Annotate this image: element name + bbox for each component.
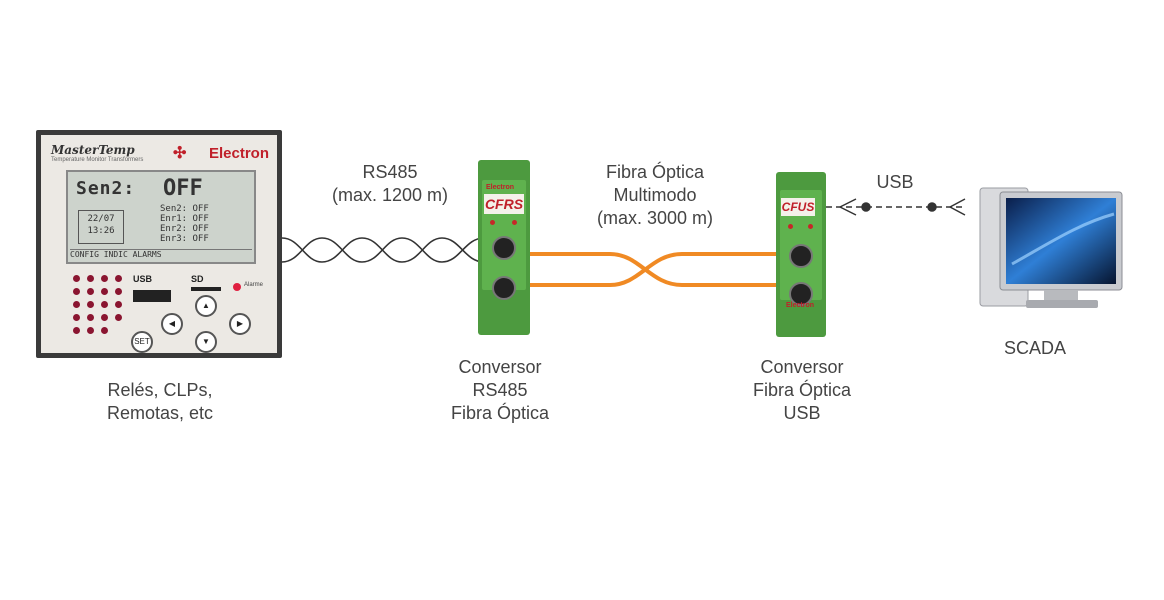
rs485-label: RS485 (max. 1200 m): [320, 161, 460, 207]
device-lcd: Sen2: OFF Sen2: OFF Enr1: OFF Enr2: OFF …: [66, 170, 256, 264]
monitor-base: [1026, 300, 1098, 308]
led-indicator: [87, 327, 94, 334]
conv1-caption: Conversor RS485 Fibra Óptica: [430, 356, 570, 425]
fiber-port: [492, 236, 516, 260]
mastertemp-device: MasterTemp Temperature Monitor Transform…: [36, 130, 282, 358]
alarm-lamp: [233, 283, 241, 291]
cfus-tag: CFUS: [781, 198, 815, 216]
fiber-title: Fibra Óptica: [605, 162, 705, 182]
led-indicator: [101, 327, 108, 334]
led-indicator: [115, 314, 122, 321]
scada-label: SCADA: [1003, 338, 1066, 358]
led-indicator: [73, 301, 80, 308]
led-indicator: [115, 301, 122, 308]
lcd-menu: CONFIG INDIC ALARMS: [70, 249, 252, 261]
usb-port-label: USB: [133, 274, 153, 284]
rs485-wire-b: [281, 237, 485, 263]
left-arrow-key: ◀: [161, 313, 183, 335]
device-logo: Electron: [208, 145, 269, 162]
cfrs-tag: CFRS: [484, 194, 524, 214]
lcd-row: Enr3: OFF: [160, 234, 209, 244]
fiber-strand-b: [528, 252, 780, 287]
lcd-row: Sen2: OFF: [160, 204, 209, 214]
device-caption: Relés, CLPs, Remotas, etc: [70, 379, 250, 425]
lcd-clock: 22/07 13:26: [78, 210, 124, 244]
led-indicator: [87, 288, 94, 295]
lcd-row: Enr1: OFF: [160, 214, 209, 224]
conv2-caption-line: USB: [783, 403, 821, 423]
device-caption-line: Remotas, etc: [106, 403, 214, 423]
usb-port: [133, 290, 171, 302]
usb-link: [826, 198, 966, 216]
fiber-mode: Multimodo: [613, 185, 697, 205]
rs485-title: RS485: [362, 162, 418, 182]
cfus-converter: CFUS Electron: [776, 172, 826, 337]
status-led: [808, 224, 813, 229]
fiber-cable: [528, 252, 780, 287]
monitor-neck: [1044, 290, 1078, 300]
fiber-strand-a: [528, 252, 780, 287]
rs485-cable: [281, 237, 485, 263]
screen-glare: [1011, 212, 1115, 266]
usb-label: USB: [876, 172, 914, 192]
right-arrow-key: ▶: [229, 313, 251, 335]
led-indicator: [115, 288, 122, 295]
lcd-time: 13:26: [87, 226, 115, 236]
up-arrow-key: ▲: [195, 295, 217, 317]
usb-trident-icon: [949, 198, 966, 216]
status-led: [490, 220, 495, 225]
lcd-row: Enr2: OFF: [160, 224, 209, 234]
fiber-range: (max. 3000 m): [596, 208, 714, 228]
led-indicator: [101, 301, 108, 308]
status-led: [512, 220, 517, 225]
set-key: SET: [131, 331, 153, 353]
conv2-caption-line: Conversor: [760, 357, 844, 377]
conv2-caption: Conversor Fibra Óptica USB: [732, 356, 872, 425]
conv1-caption-line: Fibra Óptica: [450, 403, 550, 423]
led-indicator: [73, 275, 80, 282]
led-indicator: [115, 275, 122, 282]
fiber-port: [789, 244, 813, 268]
usb-trident-icon: [839, 198, 857, 216]
led-indicator: [101, 275, 108, 282]
led-indicator: [87, 314, 94, 321]
converter-maker: Electron: [786, 302, 815, 309]
monitor-screen: [1006, 198, 1116, 284]
fiber-port: [492, 276, 516, 300]
sd-slot-label: SD: [191, 274, 204, 284]
usb-node: [861, 202, 871, 212]
down-arrow-key: ▼: [195, 331, 217, 353]
led-indicator: [73, 314, 80, 321]
device-subtitle: Temperature Monitor Transformers: [51, 157, 144, 163]
electron-logo-icon: ✣: [173, 145, 187, 162]
fiber-label: Fibra Óptica Multimodo (max. 3000 m): [575, 161, 735, 230]
usb-node: [927, 202, 937, 212]
sd-slot: [191, 287, 221, 291]
lcd-sensor: Sen2:: [76, 178, 136, 199]
scada-computer-icon: [979, 187, 1123, 308]
cfrs-converter: Electron CFRS: [478, 160, 530, 335]
alarm-lamp-label: Alarme: [244, 282, 264, 288]
led-indicator: [73, 288, 80, 295]
device-brand: MasterTemp: [51, 143, 135, 157]
led-indicator: [101, 288, 108, 295]
conv1-caption-line: Conversor: [458, 357, 542, 377]
led-indicator: [73, 327, 80, 334]
lcd-date: 22/07: [87, 214, 115, 224]
rs485-range: (max. 1200 m): [331, 185, 449, 205]
led-indicator: [87, 275, 94, 282]
led-indicator: [87, 301, 94, 308]
conv1-caption-line: RS485: [472, 380, 528, 400]
led-indicator: [101, 314, 108, 321]
fiber-port: [789, 282, 813, 306]
device-caption-line: Relés, CLPs,: [107, 380, 213, 400]
status-led: [788, 224, 793, 229]
device-faceplate: MasterTemp Temperature Monitor Transform…: [41, 135, 277, 353]
lcd-status: OFF: [163, 176, 203, 201]
converter-maker: Electron: [486, 184, 515, 191]
conv2-caption-line: Fibra Óptica: [752, 380, 852, 400]
